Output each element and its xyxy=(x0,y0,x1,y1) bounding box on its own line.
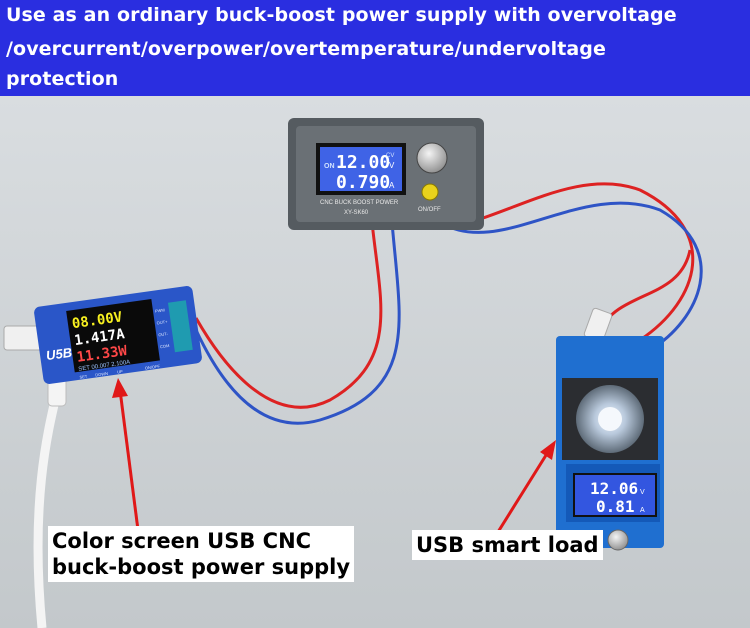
banner-line-3: protection xyxy=(6,68,119,90)
blue-wire-right xyxy=(439,201,703,352)
load-voltage-unit: V xyxy=(640,489,645,496)
load-knob-icon xyxy=(607,529,629,551)
center-power-module: ON 12.00 CV V 0.790 A CNC BUCK BOOST POW… xyxy=(288,118,484,230)
module-cv-label: CV xyxy=(386,153,394,159)
module-current-unit: A xyxy=(389,181,395,190)
button-label-up: UP xyxy=(117,369,124,375)
blue-wire-left xyxy=(194,221,401,425)
module-current: 0.790 xyxy=(336,172,390,193)
callout-left-line1: Color screen USB CNC xyxy=(52,529,312,553)
supply-power: 11.33W xyxy=(76,343,129,366)
module-onoff-label: ON/OFF xyxy=(418,207,441,213)
title-banner: Use as an ordinary buck-boost power supp… xyxy=(0,0,750,96)
banner-line-1: Use as an ordinary buck-boost power supp… xyxy=(6,4,677,26)
pin-label-out-minus: OUT- xyxy=(158,331,169,337)
module-voltage: 12.00 xyxy=(336,152,390,173)
pin-label-out-plus: OUT+ xyxy=(156,319,168,326)
module-lcd xyxy=(320,147,402,191)
terminal-block xyxy=(167,300,193,353)
supply-voltage: 08.00V xyxy=(71,309,124,332)
arrow-to-supply xyxy=(112,378,140,531)
callout-usb-supply: Color screen USB CNC buck-boost power su… xyxy=(48,526,355,582)
red-wire-left xyxy=(194,221,383,409)
load-current-unit: A xyxy=(640,507,645,514)
button-label-onoff: ON/OFF xyxy=(145,363,161,370)
load-current: 0.81 xyxy=(596,497,635,516)
usb-a-plug xyxy=(3,325,43,351)
usb-smart-load: 12.06 V 0.81 A xyxy=(556,307,664,551)
supply-logo: U5B xyxy=(45,345,73,363)
callout-usb-load: USB smart load xyxy=(412,530,603,560)
banner-line-2: /overcurrent/overpower/overtemperature/u… xyxy=(6,38,606,60)
module-voltage-unit: V xyxy=(389,161,395,170)
module-model: XY-SK60 xyxy=(344,210,369,216)
callout-left-line2: buck-boost power supply xyxy=(52,555,351,579)
supply-color-screen xyxy=(66,299,160,373)
pin-label-com: COM xyxy=(160,343,170,349)
pin-label-pwm: PWM xyxy=(155,307,165,313)
load-voltage: 12.06 xyxy=(590,479,638,498)
power-button-icon xyxy=(421,183,439,201)
usb-power-supply: U5B 08.00V 1.417A 11.33W SET 00.007 2.10… xyxy=(3,286,202,384)
button-label-set: SET xyxy=(79,374,88,380)
load-lcd xyxy=(573,473,657,517)
supply-current: 1.417A xyxy=(73,326,126,349)
module-on-label: ON xyxy=(324,163,335,170)
module-caption: CNC BUCK BOOST POWER xyxy=(320,200,399,206)
button-label-down: DOWN xyxy=(95,371,108,378)
knob-icon xyxy=(416,142,448,174)
arrow-to-load xyxy=(496,440,556,533)
